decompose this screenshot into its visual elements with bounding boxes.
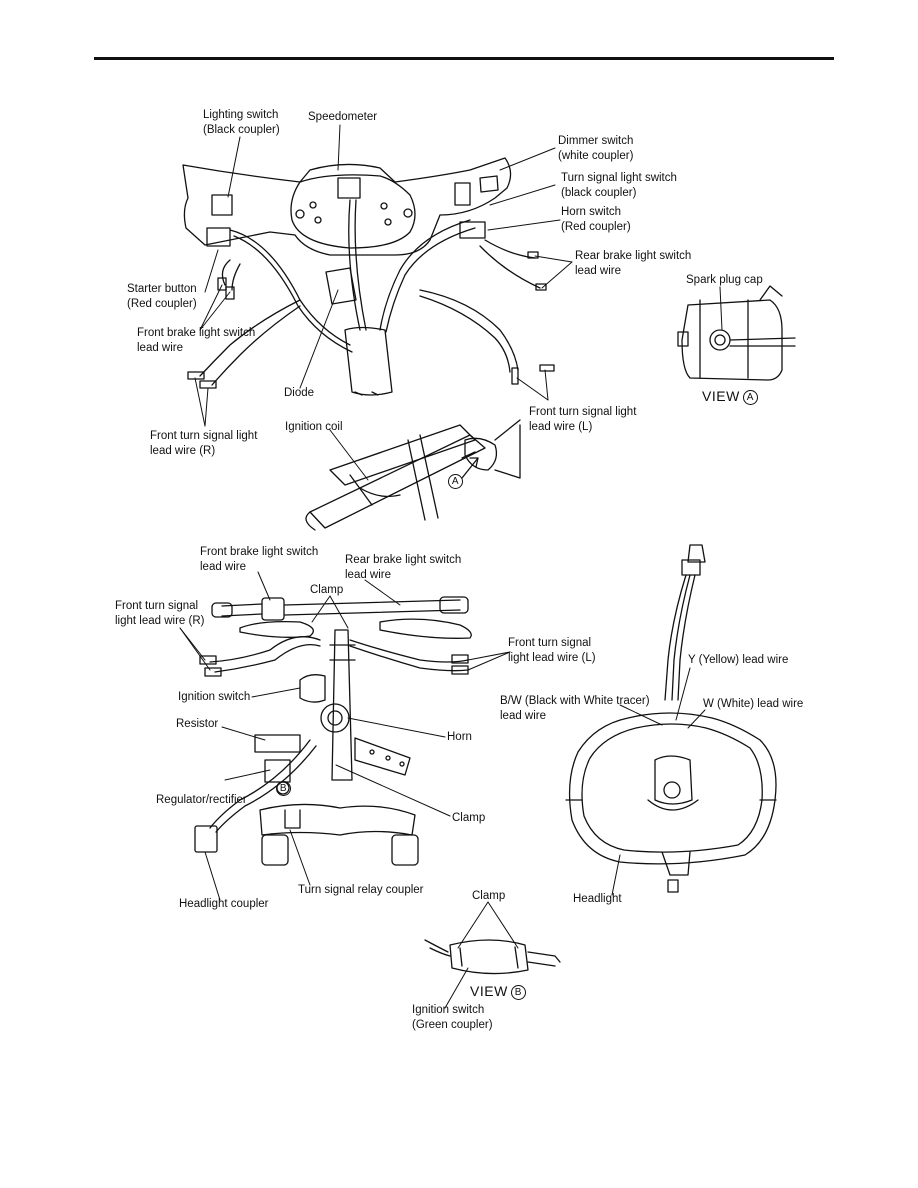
label-ign-switch-b-line2: (Green coupler) <box>412 1019 493 1031</box>
label-ignition-coil-line1: Ignition coil <box>285 421 343 433</box>
label-lighting-switch: Lighting switch (Black coupler) <box>203 108 280 138</box>
label-front-turn-l-1-line2: lead wire (L) <box>529 421 593 433</box>
label-front-turn-r-1-line2: lead wire (R) <box>150 445 216 457</box>
label-ignition-coil: Ignition coil <box>285 420 343 435</box>
label-bw-wire: B/W (Black with White tracer) lead wire <box>500 694 650 724</box>
leader-lines <box>179 124 723 1009</box>
label-front-brake-switch-1: Front brake light switch lead wire <box>137 326 255 356</box>
label-turn-signal-switch-line2: (black coupler) <box>561 187 637 199</box>
label-y-wire: Y (Yellow) lead wire <box>688 653 788 668</box>
ignition-coil-art <box>305 419 521 531</box>
label-front-brake-switch-1-line2: lead wire <box>137 342 184 354</box>
label-dimmer-switch: Dimmer switch (white coupler) <box>558 134 633 164</box>
label-bw-wire-line1: B/W (Black with White tracer) <box>500 695 650 707</box>
label-lighting-switch-line2: (Black coupler) <box>203 124 280 136</box>
headlight-art <box>565 544 777 893</box>
label-clamp-mid: Clamp <box>452 811 485 826</box>
label-horn-switch-line1: Horn switch <box>561 206 622 218</box>
view-b-text: VIEW <box>470 983 508 999</box>
marker-b-circle: B <box>276 781 291 796</box>
label-lighting-switch-line1: Lighting switch <box>203 109 279 121</box>
label-clamp-b: Clamp <box>472 889 505 904</box>
label-starter-button-line1: Starter button <box>127 283 197 295</box>
label-spark-plug-cap-line1: Spark plug cap <box>686 274 763 286</box>
label-front-turn-l-1-line1: Front turn signal light <box>529 406 637 418</box>
label-rear-brake-switch-1-line2: lead wire <box>575 265 622 277</box>
label-rear-brake-switch-2-line2: lead wire <box>345 569 392 581</box>
label-front-turn-r-2-line1: Front turn signal <box>115 600 199 612</box>
label-regulator-line1: Regulator/rectifier <box>156 794 247 806</box>
label-diode-line1: Diode <box>284 387 315 399</box>
label-diode: Diode <box>284 386 314 401</box>
label-w-wire: W (White) lead wire <box>703 697 803 712</box>
label-rear-brake-switch-2: Rear brake light switch lead wire <box>345 553 461 583</box>
label-horn-line1: Horn <box>447 731 472 743</box>
label-front-turn-r-2-line2: light lead wire (R) <box>115 615 205 627</box>
view-b-marker: B <box>510 985 526 1000</box>
label-horn: Horn <box>447 730 472 745</box>
upper-harness-wires <box>187 199 555 396</box>
label-front-turn-r-1: Front turn signal light lead wire (R) <box>150 429 257 459</box>
label-headlight: Headlight <box>573 892 622 907</box>
view-a-marker: A <box>742 390 758 405</box>
label-w-wire-line1: W (White) lead wire <box>703 698 804 710</box>
label-rear-brake-switch-1: Rear brake light switch lead wire <box>575 249 691 279</box>
label-ign-switch-b: Ignition switch (Green coupler) <box>412 1003 493 1033</box>
handlebar-cover-upper <box>182 157 512 256</box>
view-b-clamp-art <box>424 939 561 975</box>
label-dimmer-switch-line2: (white coupler) <box>558 150 634 162</box>
label-horn-switch: Horn switch (Red coupler) <box>561 205 631 235</box>
label-speedometer-line1: Speedometer <box>308 111 378 123</box>
header-rule <box>94 57 834 60</box>
label-headlight-coupler: Headlight coupler <box>179 897 269 912</box>
label-regulator: Regulator/rectifier <box>156 793 247 808</box>
label-ignition-switch-line1: Ignition switch <box>178 691 251 703</box>
label-clamp-b-line1: Clamp <box>472 890 506 902</box>
label-speedometer: Speedometer <box>308 110 377 125</box>
label-turn-signal-switch: Turn signal light switch (black coupler) <box>561 171 677 201</box>
label-dimmer-switch-line1: Dimmer switch <box>558 135 634 147</box>
label-resistor: Resistor <box>176 717 218 732</box>
label-rear-brake-switch-2-line1: Rear brake light switch <box>345 554 462 566</box>
label-headlight-coupler-line1: Headlight coupler <box>179 898 269 910</box>
label-bw-wire-line2: lead wire <box>500 710 547 722</box>
label-y-wire-line1: Y (Yellow) lead wire <box>688 654 789 666</box>
label-front-turn-l-2-line2: light lead wire (L) <box>508 652 596 664</box>
label-front-brake-switch-2-line1: Front brake light switch <box>200 546 319 558</box>
label-turn-signal-switch-line1: Turn signal light switch <box>561 172 677 184</box>
marker-a-circle: A <box>448 474 463 489</box>
label-front-turn-l-1: Front turn signal light lead wire (L) <box>529 405 636 435</box>
label-rear-brake-switch-1-line1: Rear brake light switch <box>575 250 692 262</box>
label-front-turn-l-2-line1: Front turn signal <box>508 637 592 649</box>
label-starter-button: Starter button (Red coupler) <box>127 282 197 312</box>
label-spark-plug-cap: Spark plug cap <box>686 273 763 288</box>
label-ign-switch-b-line1: Ignition switch <box>412 1004 485 1016</box>
label-turn-relay: Turn signal relay coupler <box>298 883 424 898</box>
spark-plug-cap-art <box>677 285 796 381</box>
label-headlight-line1: Headlight <box>573 893 622 905</box>
label-front-brake-switch-2-line2: lead wire <box>200 561 247 573</box>
label-clamp-top-line1: Clamp <box>310 584 344 596</box>
label-horn-switch-line2: (Red coupler) <box>561 221 631 233</box>
marker-a-arrow <box>461 457 479 479</box>
label-front-turn-l-2: Front turn signal light lead wire (L) <box>508 636 596 666</box>
label-resistor-line1: Resistor <box>176 718 219 730</box>
label-clamp-top: Clamp <box>310 583 343 598</box>
label-turn-relay-line1: Turn signal relay coupler <box>298 884 424 896</box>
label-front-turn-r-1-line1: Front turn signal light <box>150 430 258 442</box>
label-starter-button-line2: (Red coupler) <box>127 298 197 310</box>
label-clamp-mid-line1: Clamp <box>452 812 486 824</box>
label-front-brake-switch-1-line1: Front brake light switch <box>137 327 256 339</box>
marker-b-on-frame: B <box>276 781 291 797</box>
marker-a-on-coil: A <box>448 474 463 490</box>
label-front-turn-r-2: Front turn signal light lead wire (R) <box>115 599 204 629</box>
label-ignition-switch: Ignition switch <box>178 690 250 705</box>
view-a-text: VIEW <box>702 388 740 404</box>
label-front-brake-switch-2: Front brake light switch lead wire <box>200 545 318 575</box>
handlebar-lower-art <box>194 596 472 866</box>
